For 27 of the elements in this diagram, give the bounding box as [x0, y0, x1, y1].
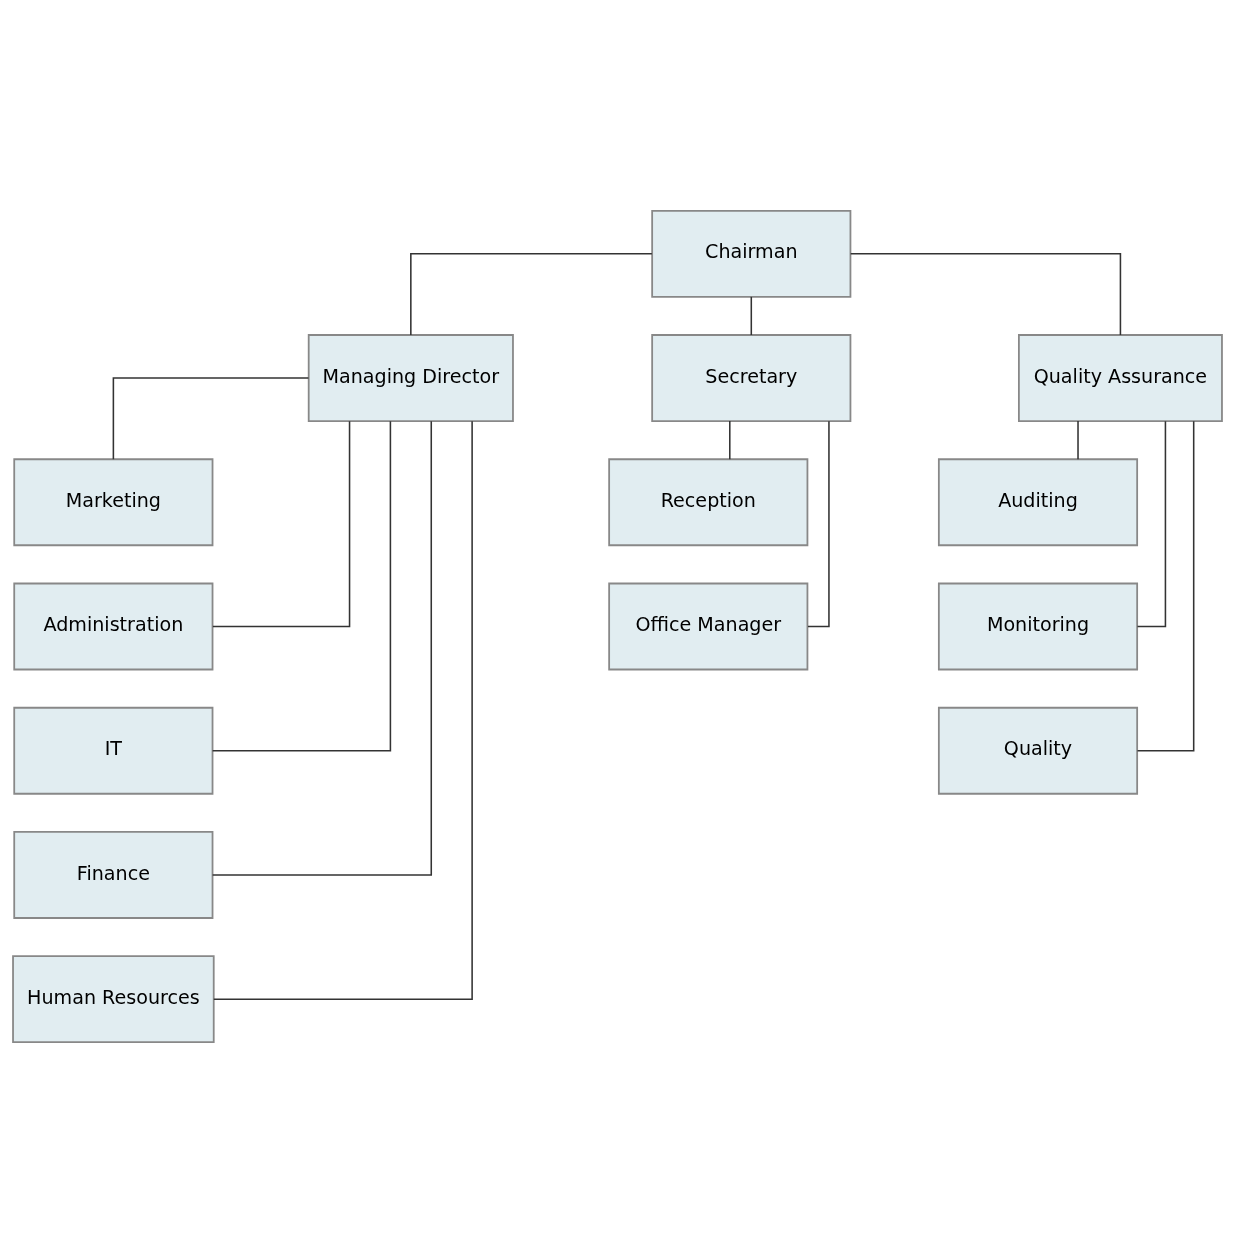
node-box: Quality Assurance [1018, 333, 1223, 422]
node-box: Managing Director [307, 333, 514, 422]
node-box: Administration [13, 582, 214, 670]
node-box: Quality [937, 706, 1139, 795]
node-box: Finance [13, 830, 214, 919]
connector [211, 419, 392, 751]
connector [212, 420, 351, 627]
connector [1136, 419, 1195, 751]
node-box: Monitoring [937, 582, 1139, 670]
connector [1077, 419, 1079, 460]
connector [849, 252, 1122, 336]
connector [211, 420, 433, 876]
connector [750, 295, 753, 336]
connector [112, 376, 310, 460]
connector [729, 419, 731, 460]
node-box: Reception [608, 457, 809, 546]
node-box: Office Manager [608, 582, 809, 670]
node-box: Marketing [13, 457, 214, 546]
node-box: IT [13, 706, 214, 795]
node-box: Chairman [651, 209, 852, 298]
connector [807, 420, 830, 627]
node-box: Secretary [651, 333, 852, 422]
connector [213, 419, 473, 1000]
connector [1136, 420, 1167, 627]
node-box: Human Resources [12, 954, 215, 1043]
node-box: Auditing [937, 457, 1139, 546]
connector [410, 252, 653, 336]
